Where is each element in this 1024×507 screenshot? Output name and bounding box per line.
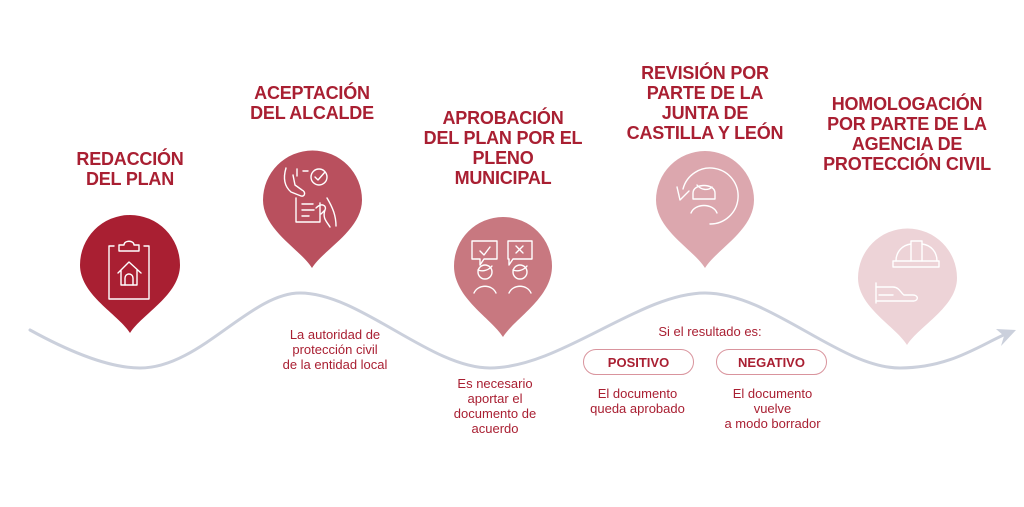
helmet-hand-icon — [875, 240, 940, 304]
arrowhead-icon — [996, 329, 1016, 346]
step-1-pin — [80, 215, 180, 333]
step-4-title: REVISIÓN POR PARTE DE LA JUNTA DE CASTIL… — [626, 63, 784, 143]
people-vote-icon — [471, 240, 533, 294]
step-2-pin — [263, 150, 362, 268]
clipboard-house-icon — [108, 240, 150, 300]
negative-outcome: El documento vuelve a modo borrador — [724, 386, 821, 431]
step-1-title: REDACCIÓN DEL PLAN — [76, 149, 184, 189]
negative-badge: NEGATIVO — [716, 349, 827, 375]
step-4-pin — [656, 151, 754, 268]
person-review-cycle-icon — [676, 167, 739, 225]
step-3-pin — [454, 217, 552, 337]
result-intro: Si el resultado es: — [658, 324, 762, 339]
step-2-title: ACEPTACIÓN DEL ALCALDE — [250, 83, 374, 123]
step-5-title: HOMOLOGACIÓN POR PARTE DE LA AGENCIA DE … — [823, 94, 991, 174]
step-3-title: APROBACIÓN DEL PLAN POR EL PLENO MUNICIP… — [423, 108, 583, 188]
hands-document-check-icon — [283, 167, 337, 228]
timeline-wave — [28, 291, 1010, 370]
step-2-note: La autoridad de protección civil de la e… — [282, 327, 388, 372]
positive-badge: POSITIVO — [583, 349, 694, 375]
positive-outcome: El documento queda aprobado — [590, 386, 685, 416]
step-5-pin — [858, 228, 957, 345]
step-3-note: Es necesario aportar el documento de acu… — [453, 376, 537, 436]
